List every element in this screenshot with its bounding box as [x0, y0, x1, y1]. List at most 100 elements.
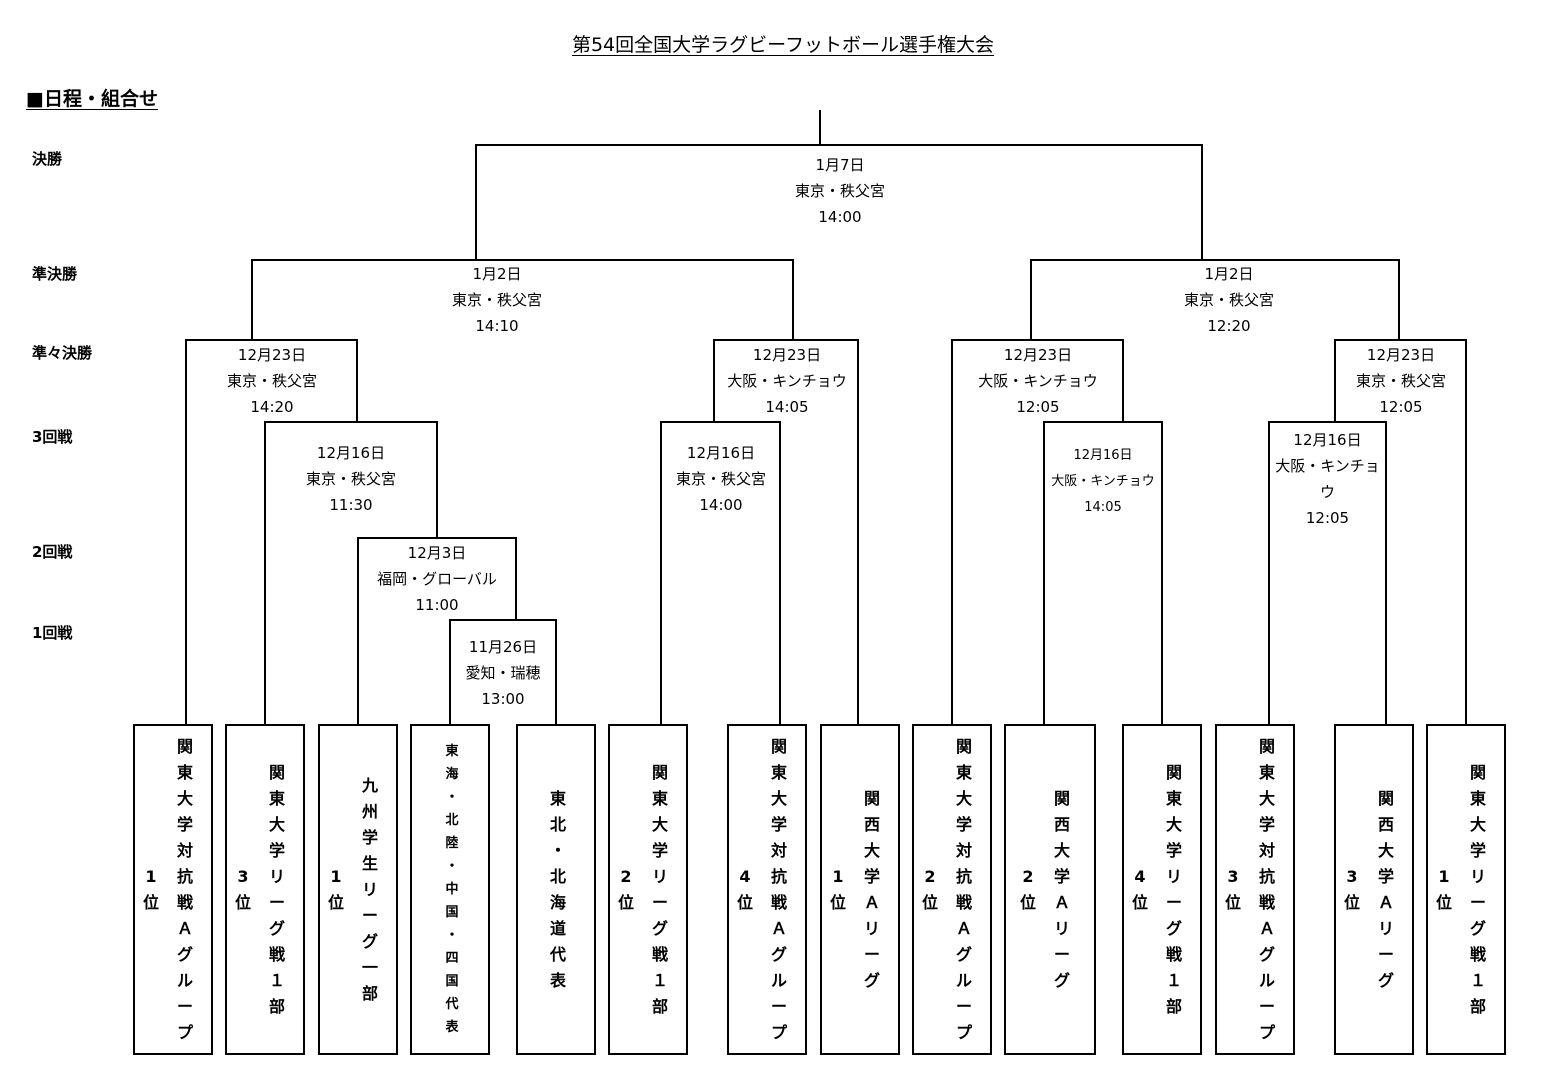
match-date: 1月2日 — [1204, 265, 1254, 283]
match-time: 14:00 — [818, 208, 862, 226]
match-venue: 愛知・瑞穂 — [465, 664, 541, 682]
match-r3b: 12月16日 東京・秩父宮 14:00 — [651, 440, 791, 518]
match-r1: 11月26日 愛知・瑞穂 13:00 — [450, 634, 556, 712]
match-venue: 大阪・キンチョウ — [978, 372, 1098, 390]
match-date: 12月16日 — [686, 444, 756, 462]
match-date: 12月23日 — [237, 346, 307, 364]
match-r3d: 12月16日 大阪・キンチョ ウ 12:05 — [1269, 427, 1386, 531]
match-qf2: 12月23日 大阪・キンチョウ 14:05 — [717, 342, 857, 420]
match-venue: 東京・秩父宮 — [451, 291, 542, 309]
team-box: 東海・北陸・中国・四国代表 — [410, 724, 490, 1055]
match-date: 12月3日 — [407, 544, 467, 562]
round-label-third: 3回戦 — [32, 428, 73, 446]
match-venue: 東京・秩父宮 — [1355, 372, 1446, 390]
match-venue: 大阪・キンチョウ — [1051, 474, 1155, 489]
team-name: 九州学生リーグ一部 — [361, 775, 378, 1003]
match-date: 12月23日 — [1003, 346, 1073, 364]
match-time: 13:00 — [481, 690, 525, 708]
match-time: 14:20 — [250, 398, 294, 416]
match-venue: 大阪・キンチョ — [1275, 457, 1380, 475]
final-bracket — [475, 144, 1203, 260]
qf3-bracket — [951, 339, 1124, 724]
match-venue: 福岡・グローバル — [377, 570, 497, 588]
match-qf3: 12月23日 大阪・キンチョウ 12:05 — [968, 342, 1108, 420]
match-date: 12月23日 — [1366, 346, 1436, 364]
team-name: 東北・北海道代表 — [549, 788, 566, 990]
round-label-semifinal: 準決勝 — [32, 265, 78, 283]
team-box: 東北・北海道代表 — [516, 724, 596, 1055]
r3c-bracket — [1043, 421, 1163, 724]
match-time: 12:05 — [1305, 509, 1350, 527]
match-venue-wrap: ウ — [1319, 483, 1335, 501]
match-r3c: 12月16日 大阪・キンチョウ 14:05 — [1044, 443, 1162, 521]
r3a-bracket — [264, 421, 438, 724]
match-date: 11月26日 — [468, 638, 538, 656]
match-venue: 東京・秩父宮 — [305, 470, 396, 488]
qf4-bracket — [1334, 339, 1467, 724]
team-name: 東海・北陸・中国・四国代表 — [445, 744, 459, 1035]
r2-bracket — [357, 537, 517, 724]
round-label-quarterfinal: 準々決勝 — [32, 344, 93, 362]
match-date: 12月16日 — [316, 444, 386, 462]
r3b-bracket — [660, 421, 781, 724]
match-date: 12月16日 — [1293, 431, 1362, 449]
match-r2: 12月3日 福岡・グローバル 11:00 — [358, 540, 516, 618]
r1-bracket — [449, 619, 557, 724]
match-time: 12:20 — [1207, 317, 1251, 335]
match-r3a: 12月16日 東京・秩父宮 11:30 — [281, 440, 421, 518]
match-date: 1月7日 — [815, 156, 865, 174]
match-time: 14:10 — [475, 317, 519, 335]
match-sf1: 1月2日 東京・秩父宮 14:10 — [427, 261, 567, 339]
match-qf1: 12月23日 東京・秩父宮 14:20 — [202, 342, 342, 420]
r3d-bracket — [1268, 421, 1387, 724]
match-date: 1月2日 — [472, 265, 522, 283]
match-sf2: 1月2日 東京・秩父宮 12:20 — [1159, 261, 1299, 339]
match-qf4: 12月23日 東京・秩父宮 12:05 — [1331, 342, 1471, 420]
match-final: 1月7日 東京・秩父宮 14:00 — [770, 152, 910, 230]
round-label-final: 決勝 — [32, 150, 63, 168]
match-time: 11:30 — [329, 496, 373, 514]
match-time: 14:05 — [765, 398, 809, 416]
match-time: 14:00 — [699, 496, 743, 514]
match-venue: 東京・秩父宮 — [675, 470, 766, 488]
match-date: 12月23日 — [752, 346, 822, 364]
match-venue: 東京・秩父宮 — [794, 182, 885, 200]
sf1-bracket — [251, 259, 794, 340]
match-date: 12月16日 — [1073, 448, 1133, 463]
match-time: 14:05 — [1084, 500, 1122, 515]
round-label-second: 2回戦 — [32, 543, 73, 561]
